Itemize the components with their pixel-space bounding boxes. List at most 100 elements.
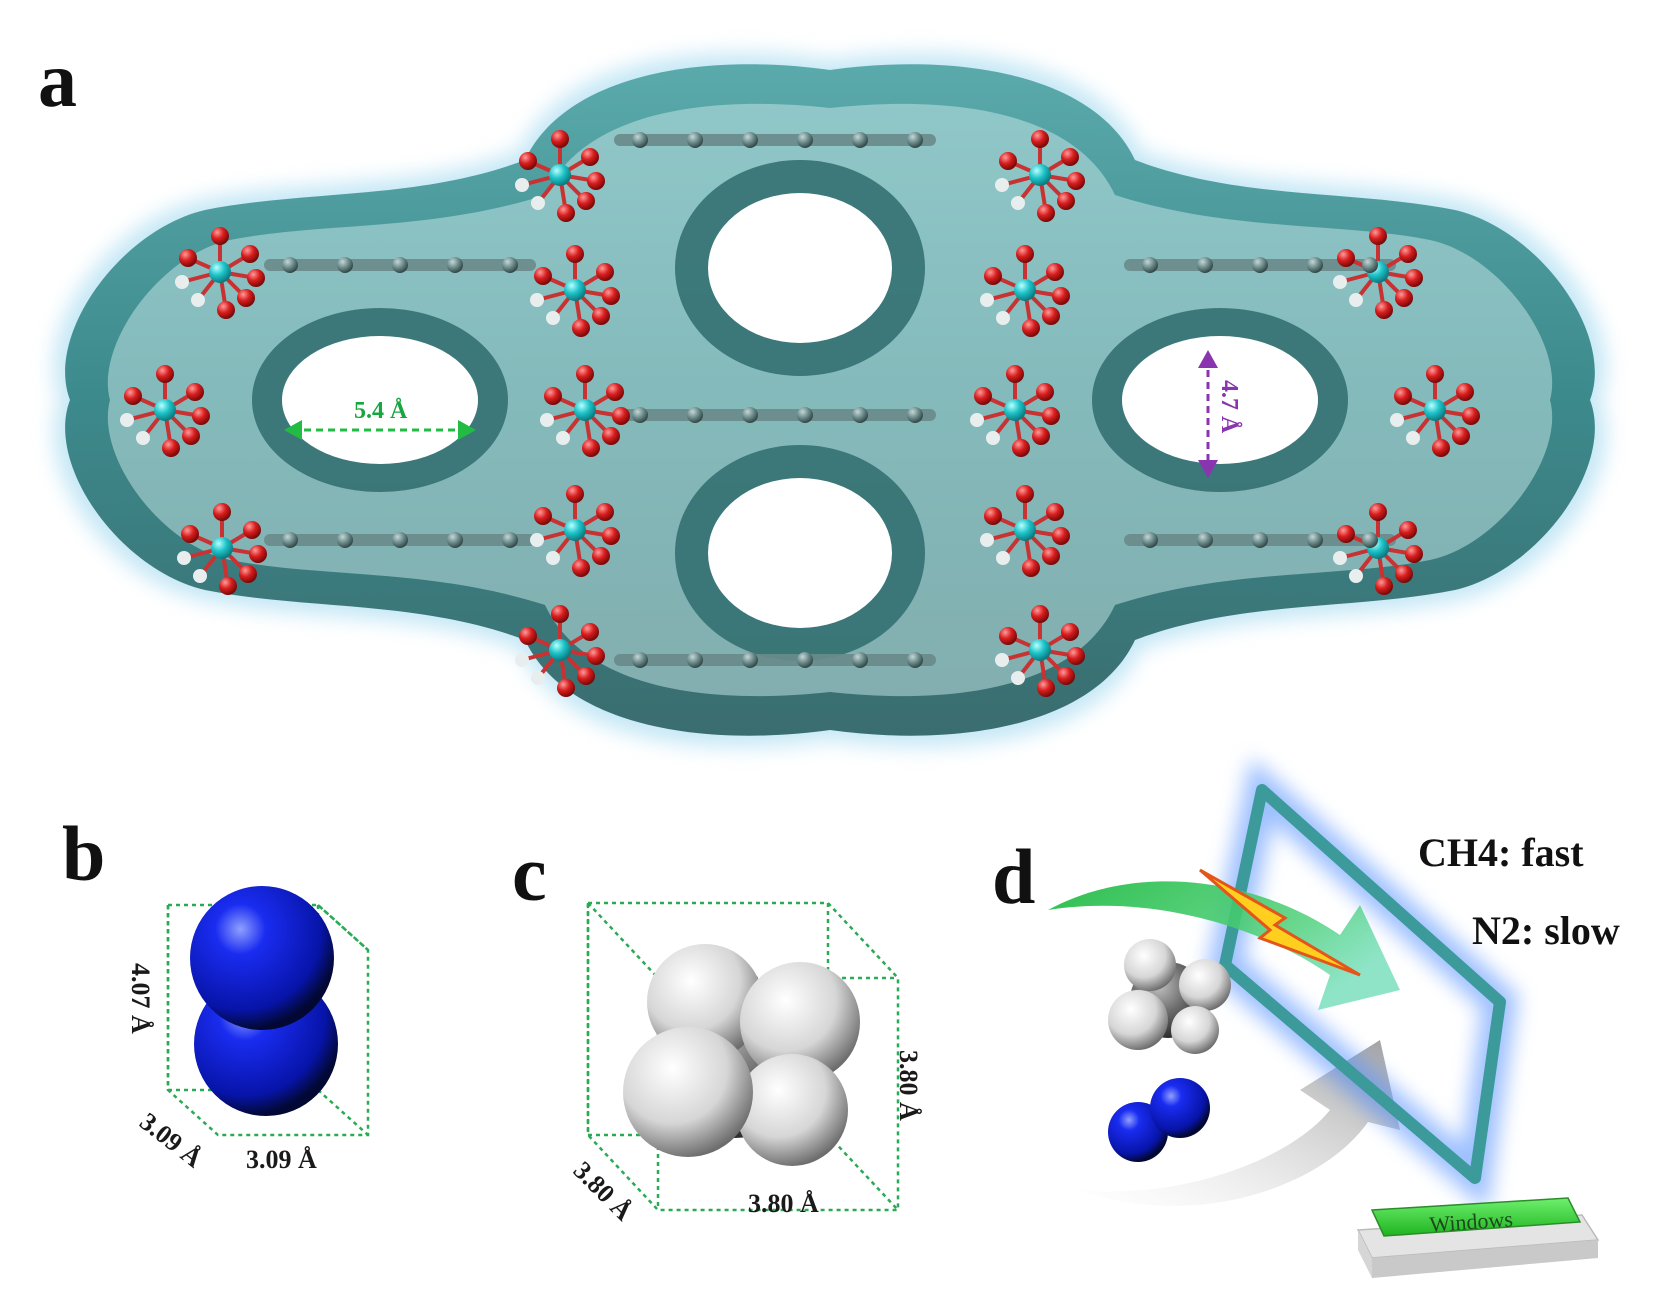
oxygen-atom <box>984 267 1002 285</box>
oxygen-atom <box>1052 287 1070 305</box>
oxygen-atom <box>602 427 620 445</box>
metal-atom <box>1014 279 1036 301</box>
oxygen-atom <box>1426 365 1444 383</box>
oxygen-atom <box>1016 245 1034 263</box>
metal-cluster <box>540 365 630 457</box>
windows-label: Windows <box>1429 1206 1514 1237</box>
pore-bottom <box>708 478 892 628</box>
oxygen-atom <box>551 130 569 148</box>
pore-width-label: 5.4 Å <box>354 398 408 424</box>
oxygen-atom <box>999 627 1017 645</box>
carbon-atom <box>852 132 868 148</box>
oxygen-atom <box>1456 383 1474 401</box>
metal-cluster <box>995 605 1085 697</box>
metal-cluster <box>175 227 265 319</box>
oxygen-atom <box>1012 439 1030 457</box>
oxygen-atom <box>596 503 614 521</box>
oxygen-atom <box>1432 439 1450 457</box>
oxygen-atom <box>1031 605 1049 623</box>
oxygen-atom <box>572 319 590 337</box>
metal-atom <box>1004 399 1026 421</box>
metal-cluster <box>980 245 1070 337</box>
metal-cluster <box>515 130 605 222</box>
pore-left <box>282 336 478 464</box>
metal-atom <box>549 639 571 661</box>
oxygen-atom <box>1031 130 1049 148</box>
carbon-atom <box>742 132 758 148</box>
oxygen-atom <box>1452 427 1470 445</box>
oxygen-atom <box>557 204 575 222</box>
hydrogen-atom <box>1390 413 1404 427</box>
hydrogen-atom <box>986 431 1000 445</box>
hydrogen-atom <box>996 311 1010 325</box>
metal-atom <box>564 279 586 301</box>
oxygen-atom <box>1405 269 1423 287</box>
oxygen-atom <box>1067 647 1085 665</box>
oxygen-atom <box>519 627 537 645</box>
oxygen-atom <box>984 507 1002 525</box>
pore-height-label: 4.7 Å <box>1216 380 1242 434</box>
carbon-atom <box>282 532 298 548</box>
oxygen-atom <box>577 667 595 685</box>
hydrogen-atom <box>1011 196 1025 210</box>
hydrogen-atom <box>540 413 554 427</box>
hydrogen-atom <box>546 311 560 325</box>
carbon-atom <box>447 532 463 548</box>
hydrogen-atom <box>546 551 560 565</box>
oxygen-atom <box>1057 667 1075 685</box>
carbon-atom <box>852 652 868 668</box>
panel-d: d Windows <box>992 757 1620 1278</box>
oxygen-atom <box>1395 565 1413 583</box>
carbon-atom <box>502 532 518 548</box>
carbon-atom <box>797 652 813 668</box>
oxygen-atom <box>1046 503 1064 521</box>
carbon-atom <box>742 652 758 668</box>
oxygen-atom <box>162 439 180 457</box>
hydrogen-atom <box>1333 551 1347 565</box>
oxygen-atom <box>1046 263 1064 281</box>
oxygen-atom <box>1369 503 1387 521</box>
carbon-atom <box>447 257 463 273</box>
hydrogen-atom <box>193 569 207 583</box>
carbon-atom <box>1362 532 1378 548</box>
fast-arrow <box>1048 881 1400 1010</box>
oxygen-atom <box>1395 289 1413 307</box>
oxygen-atom <box>974 387 992 405</box>
oxygen-atom <box>519 152 537 170</box>
hydrogen-atom <box>1333 275 1347 289</box>
oxygen-atom <box>156 365 174 383</box>
ch4-depth-label: 3.80 Å <box>568 1156 639 1227</box>
oxygen-atom <box>587 647 605 665</box>
carbon-atom <box>907 132 923 148</box>
oxygen-atom <box>249 545 267 563</box>
oxygen-atom <box>1337 525 1355 543</box>
carbon-atom <box>797 132 813 148</box>
oxygen-atom <box>1042 407 1060 425</box>
hydrogen-atom <box>530 533 544 547</box>
oxygen-atom <box>572 559 590 577</box>
hydrogen-atom <box>1349 293 1363 307</box>
metal-cluster <box>120 365 210 457</box>
windows-block: Windows <box>1356 1197 1600 1278</box>
hydrogen-atom <box>515 653 529 667</box>
oxygen-atom <box>237 289 255 307</box>
n2-molecule-small <box>1108 1078 1210 1162</box>
ch4-molecule <box>623 944 860 1166</box>
panel-letter-c: c <box>512 830 547 917</box>
oxygen-atom <box>612 407 630 425</box>
carbon-atom <box>1252 532 1268 548</box>
carbon-atom <box>1197 257 1213 273</box>
oxygen-atom <box>581 623 599 641</box>
hydrogen-atom <box>1011 671 1025 685</box>
metal-cluster <box>530 245 620 337</box>
oxygen-atom <box>602 527 620 545</box>
pore-height-measure: 4.7 Å <box>1198 350 1242 478</box>
metal-atom <box>1014 519 1036 541</box>
metal-cluster <box>515 605 605 697</box>
panel-letter-b: b <box>62 810 105 897</box>
oxygen-atom <box>592 547 610 565</box>
panel-c: c 3.80 Å 3.80 Å 3.80 Å <box>512 830 923 1226</box>
carbon-atom <box>392 257 408 273</box>
n2-width-label: 3.09 Å <box>246 1145 317 1174</box>
oxygen-atom <box>213 503 231 521</box>
